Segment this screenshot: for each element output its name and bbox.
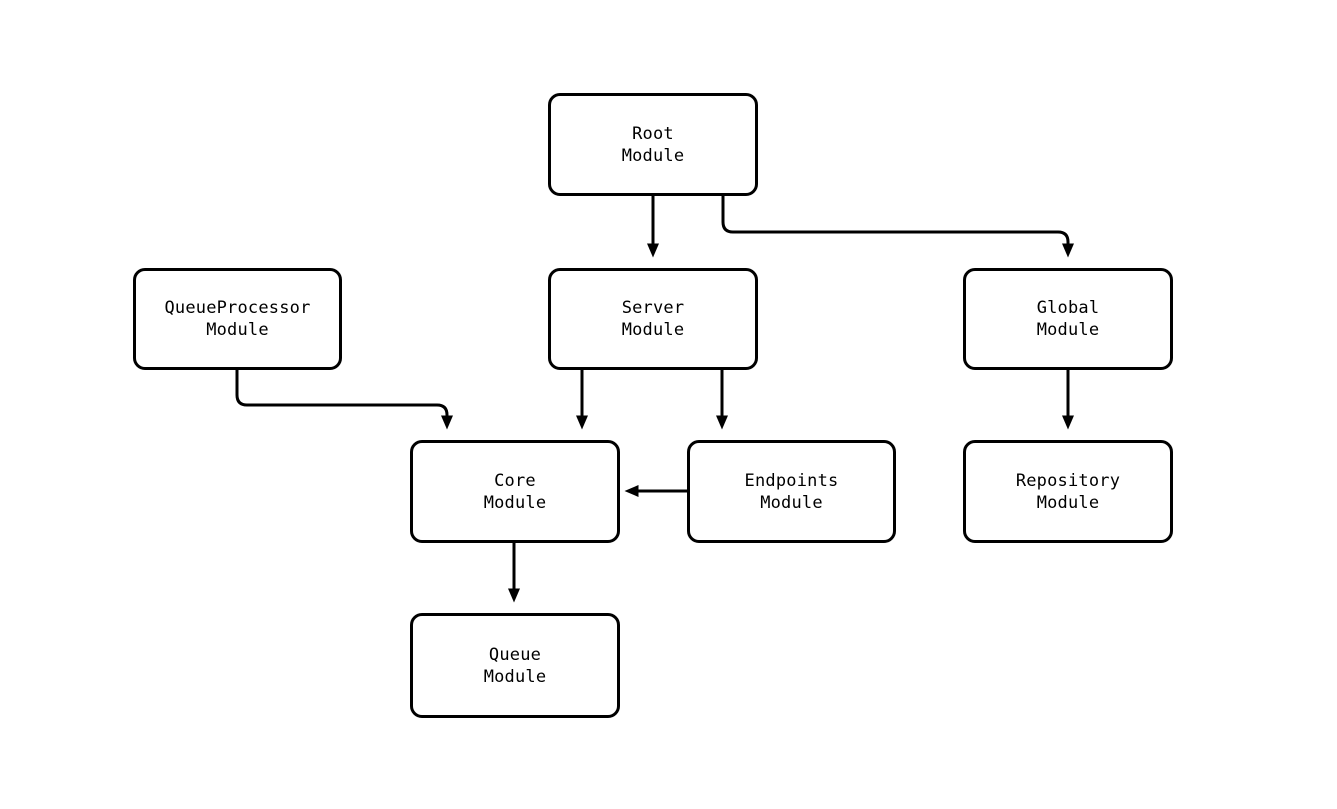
node-global-label-line1: Global: [1036, 298, 1100, 318]
node-queue-label-line1: Queue: [488, 644, 542, 665]
edge-root-global: [721, 196, 1074, 258]
node-server-label-line2: Module: [621, 320, 685, 340]
node-endpoints-label-line2: Module: [760, 492, 823, 513]
node-endpoints-label-line1: Endpoints: [744, 470, 839, 491]
node-queueprocessor-label-line1: QueueProcessor: [164, 298, 311, 318]
node-repository-label-line2: Module: [1036, 492, 1100, 513]
node-server[interactable]: Server Module: [548, 268, 758, 370]
node-queueprocessor-label-line2: Module: [206, 320, 269, 340]
node-endpoints[interactable]: Endpoints Module: [687, 440, 896, 543]
node-global-label-line2: Module: [1036, 320, 1100, 340]
node-core-label-line2: Module: [483, 492, 547, 513]
node-queue-label-line2: Module: [483, 666, 547, 687]
edge-queueprocessor-core: [235, 370, 453, 430]
node-root-label-line1: Root: [632, 123, 674, 144]
node-root[interactable]: Root Module: [548, 93, 758, 196]
node-global[interactable]: Global Module: [963, 268, 1173, 370]
node-repository-label-line1: Repository: [1015, 470, 1121, 491]
node-core-label-line1: Core: [494, 470, 536, 491]
node-queueprocessor[interactable]: QueueProcessor Module: [133, 268, 342, 370]
node-queue[interactable]: Queue Module: [410, 613, 620, 718]
node-repository[interactable]: Repository Module: [963, 440, 1173, 543]
node-core[interactable]: Core Module: [410, 440, 620, 543]
node-server-label-line1: Server: [621, 298, 685, 318]
node-root-label-line2: Module: [621, 145, 685, 166]
